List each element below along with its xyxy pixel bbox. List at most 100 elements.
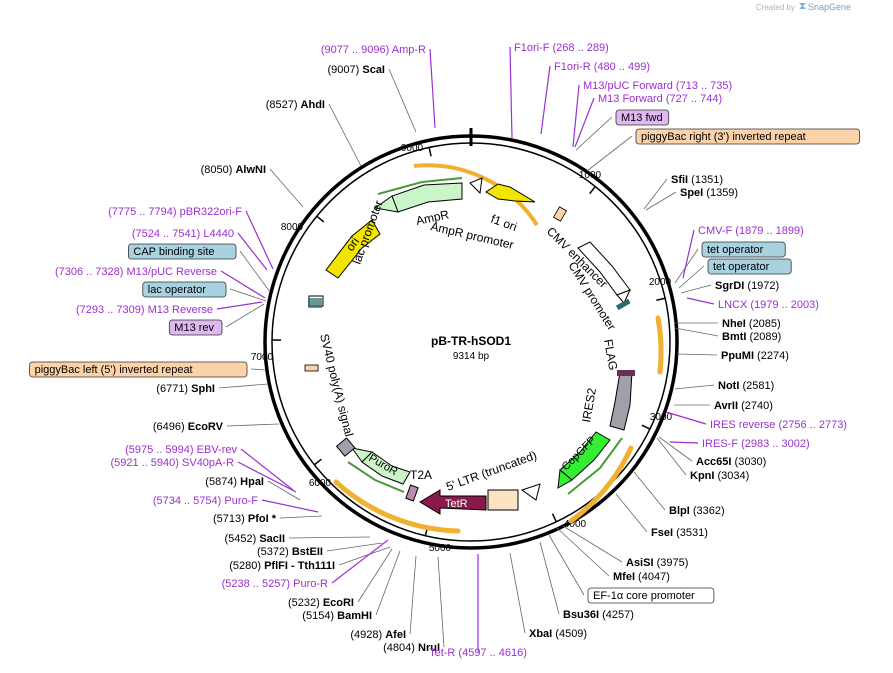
annotation-pbr322ori-f[interactable]: (7775 .. 7794) pBR322ori-F xyxy=(108,206,242,218)
annotation-l4440[interactable]: (7524 .. 7541) L4440 xyxy=(132,228,234,240)
annotation-ppumi[interactable]: PpuMI (2274) xyxy=(721,350,789,362)
feature-label-ires2: IRES2 xyxy=(579,387,599,424)
feature-tetr[interactable]: TetR xyxy=(419,489,487,515)
annotation-m13-puc-forward[interactable]: M13/pUC Forward (713 .. 735) xyxy=(583,80,732,92)
annotation-name: M13 Reverse xyxy=(148,304,213,316)
annotation-m13-forward[interactable]: M13 Forward (727 .. 744) xyxy=(598,93,722,105)
annotation-mfei[interactable]: MfeI (4047) xyxy=(613,571,670,583)
annotation-sphi[interactable]: (6771) SphI xyxy=(156,383,215,395)
feature-ampr[interactable]: AmpR xyxy=(373,177,463,228)
annotation-name: F1ori-R xyxy=(554,61,591,73)
annotation-sacii[interactable]: (5452) SacII xyxy=(224,533,285,545)
annotation-cap-binding-site[interactable]: CAP binding site xyxy=(127,243,237,260)
annotation-m13-fwd[interactable]: M13 fwd xyxy=(615,109,670,126)
annotation-ecori[interactable]: (5232) EcoRI xyxy=(288,597,354,609)
feature-puror[interactable]: PuroR xyxy=(347,447,411,493)
annotation-puro-r[interactable]: (5238 .. 5257) Puro-R xyxy=(222,578,328,590)
annotation-m13-rev[interactable]: M13 rev xyxy=(168,319,223,336)
annotation-tet-r[interactable]: Tet-R (4597 .. 4616) xyxy=(429,647,527,659)
annotation-m13-puc-reverse[interactable]: (7306 .. 7328) M13/pUC Reverse xyxy=(55,266,217,278)
leader-line xyxy=(643,178,668,210)
feature-copgfp[interactable]: CopGFP xyxy=(557,431,623,495)
ruler-label: 4000 xyxy=(564,519,587,530)
feature-f1-ori[interactable]: f1 ori xyxy=(485,183,536,234)
annotation-m13-reverse[interactable]: (7293 .. 7309) M13 Reverse xyxy=(76,304,213,316)
leader-line xyxy=(540,65,551,135)
annotation-acc65i[interactable]: Acc65I (3030) xyxy=(696,456,766,468)
leader-line xyxy=(267,480,301,501)
annotation-name: Bsu36I xyxy=(563,609,599,621)
annotation-xbai[interactable]: XbaI (4509) xyxy=(529,628,587,640)
annotation-tet-operator-2[interactable]: tet operator xyxy=(707,258,792,275)
label-box xyxy=(701,241,786,258)
annotation-range: (4928) xyxy=(350,629,385,641)
feature-ires2[interactable]: IRES2 xyxy=(579,370,635,431)
label-box xyxy=(635,128,860,145)
label-box xyxy=(615,109,670,126)
feature-t2a[interactable]: T2A xyxy=(405,468,432,502)
annotation-avrii[interactable]: AvrII (2740) xyxy=(714,400,773,412)
annotation-label: BmtI (2089) xyxy=(722,331,781,343)
annotation-name: EF-1α core promoter xyxy=(593,590,695,602)
annotation-name: IRES reverse xyxy=(710,419,775,431)
annotation-nhei[interactable]: NheI (2085) xyxy=(722,318,781,330)
feature-sv40-polya[interactable]: SV40 poly(A) signal xyxy=(317,332,356,457)
annotation-name: Puro-F xyxy=(224,495,258,507)
annotation-label: (4804) NruI xyxy=(383,642,440,654)
annotation-lac-operator[interactable]: lac operator xyxy=(142,281,227,298)
annotation-label: M13/pUC Forward (713 .. 735) xyxy=(583,80,732,92)
annotation-blpi[interactable]: BlpI (3362) xyxy=(669,505,725,517)
annotation-kpni[interactable]: KpnI (3034) xyxy=(690,470,749,482)
leader-line xyxy=(556,527,610,577)
annotation-ebv-rev[interactable]: (5975 .. 5994) EBV-rev xyxy=(125,444,237,456)
annotation-piggybac-left[interactable]: piggyBac left (5') inverted repeat xyxy=(29,361,248,378)
annotation-ires-reverse[interactable]: IRES reverse (2756 .. 2773) xyxy=(710,419,847,431)
leader-line xyxy=(678,265,705,289)
annotation-nrui[interactable]: (4804) NruI xyxy=(383,642,440,654)
annotation-lncx[interactable]: LNCX (1979 .. 2003) xyxy=(718,299,819,311)
annotation-afei[interactable]: (4928) AfeI xyxy=(350,629,406,641)
annotation-sv40pa-r[interactable]: (5921 .. 5940) SV40pA-R xyxy=(110,457,234,469)
annotation-noti[interactable]: NotI (2581) xyxy=(718,380,774,392)
annotation-f1ori-r[interactable]: F1ori-R (480 .. 499) xyxy=(554,61,650,73)
annotation-range: (5713) xyxy=(213,513,248,525)
annotation-sgrdi[interactable]: SgrDI (1972) xyxy=(715,280,779,292)
annotation-range: (5154) xyxy=(302,610,337,622)
annotation-label: Bsu36I (4257) xyxy=(563,609,634,621)
annotation-name: piggyBac right (3') inverted repeat xyxy=(641,131,806,143)
annotation-bsteii[interactable]: (5372) BstEII xyxy=(257,546,323,558)
annotation-label: SfiI (1351) xyxy=(671,174,723,186)
annotation-cmv-f[interactable]: CMV-F (1879 .. 1899) xyxy=(698,225,804,237)
annotation-hpai[interactable]: (5874) HpaI xyxy=(205,476,264,488)
annotation-pfoi[interactable]: (5713) PfoI * xyxy=(213,513,277,525)
annotation-asisi[interactable]: AsiSI (3975) xyxy=(626,557,688,569)
annotation-range: (7293 .. 7309) xyxy=(76,304,148,316)
leader-line xyxy=(680,284,712,294)
annotation-bamhi[interactable]: (5154) BamHI xyxy=(302,610,372,622)
annotation-ef1a-core[interactable]: EF-1α core promoter xyxy=(587,587,715,604)
annotation-piggybac-right[interactable]: piggyBac right (3') inverted repeat xyxy=(635,128,860,145)
ruler-tick xyxy=(428,147,432,157)
annotation-ires-f[interactable]: IRES-F (2983 .. 3002) xyxy=(702,438,810,450)
annotation-scai[interactable]: (9007) ScaI xyxy=(328,64,386,76)
annotation-range: (5452) xyxy=(224,533,259,545)
annotation-pflfi[interactable]: (5280) PflFI - Tth111I xyxy=(229,560,335,572)
feature-flag[interactable]: FLAG xyxy=(601,298,631,372)
annotation-ampr-primer[interactable]: (9077 .. 9096) Amp-R xyxy=(321,44,426,56)
annotation-puro-f[interactable]: (5734 .. 5754) Puro-F xyxy=(153,495,258,507)
annotation-bsu36i[interactable]: Bsu36I (4257) xyxy=(563,609,634,621)
annotation-bmti[interactable]: BmtI (2089) xyxy=(722,331,781,343)
annotation-f1ori-f[interactable]: F1ori-F (268 .. 289) xyxy=(514,42,609,54)
annotation-alwni[interactable]: (8050) AlwNI xyxy=(201,164,266,176)
annotation-name: EcoRI xyxy=(323,597,354,609)
leader-line xyxy=(682,229,695,279)
annotation-spei[interactable]: SpeI (1359) xyxy=(680,187,738,199)
annotation-sfii[interactable]: SfiI (1351) xyxy=(671,174,723,186)
annotation-tet-operator-1[interactable]: tet operator xyxy=(701,241,786,258)
feature-label-ampr: AmpR xyxy=(415,207,451,228)
feature-ori[interactable]: ori xyxy=(325,219,381,279)
annotation-labels: (9077 .. 9096) Amp-R (9007) ScaI (8527) Ah… xyxy=(29,42,860,659)
annotation-fsei[interactable]: FseI (3531) xyxy=(651,527,708,539)
annotation-ecorv[interactable]: (6496) EcoRV xyxy=(153,421,224,433)
annotation-ahdi[interactable]: (8527) AhdI xyxy=(266,99,325,111)
